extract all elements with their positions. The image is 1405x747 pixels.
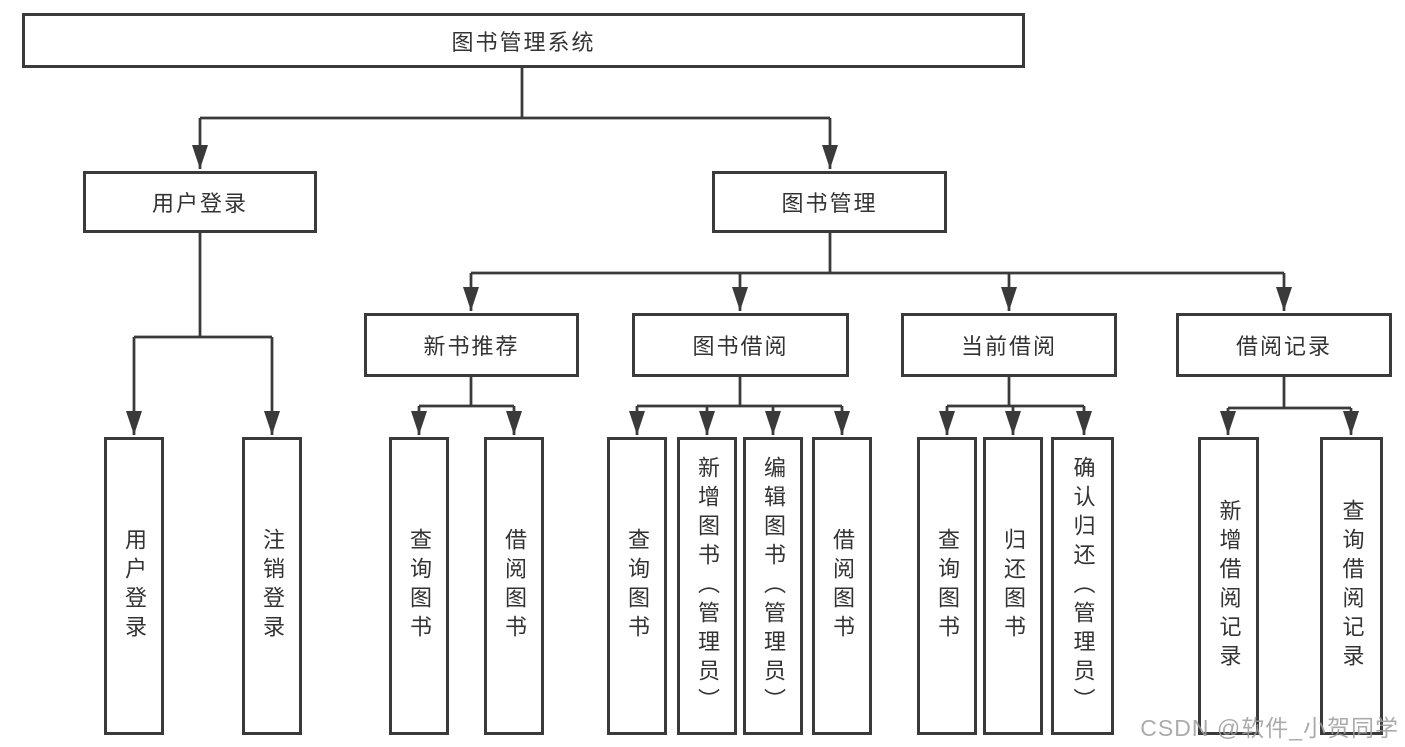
node-user-login: 用户登录 bbox=[83, 171, 317, 233]
node-new-book-recommend: 新书推荐 bbox=[364, 313, 579, 377]
node-borrow-records: 借阅记录 bbox=[1176, 313, 1392, 377]
leaf-recommend-borrow-books: 借阅图书 bbox=[484, 437, 544, 735]
leaf-records-query-record: 查询借阅记录 bbox=[1320, 437, 1383, 735]
leaf-records-add-record: 新增借阅记录 bbox=[1198, 437, 1259, 735]
leaf-current-query-books: 查询图书 bbox=[917, 437, 977, 735]
watermark: CSDN @软件_小贺同学 bbox=[1140, 715, 1399, 741]
leaf-borrow-borrow-books: 借阅图书 bbox=[812, 437, 872, 735]
trunk-borrow-records bbox=[1228, 377, 1351, 410]
leaf-recommend-query-books: 查询图书 bbox=[389, 437, 449, 735]
node-library-management-system: 图书管理系统 bbox=[22, 13, 1025, 68]
trunk-new-book-recommend bbox=[419, 377, 514, 408]
leaf-borrow-edit-books-admin: 编辑图书（管理员） bbox=[743, 437, 803, 735]
leaf-logout: 注销登录 bbox=[242, 437, 302, 735]
node-current-borrow: 当前借阅 bbox=[901, 313, 1117, 377]
leaf-current-confirm-return-admin: 确认归还（管理员） bbox=[1051, 437, 1114, 735]
node-book-management: 图书管理 bbox=[712, 171, 947, 233]
trunk-book-management bbox=[471, 233, 1284, 275]
trunk-book-borrow bbox=[637, 377, 842, 408]
trunk-user-login bbox=[134, 233, 272, 339]
trunk-root bbox=[200, 68, 830, 120]
leaf-borrow-add-books-admin: 新增图书（管理员） bbox=[677, 437, 737, 735]
leaf-current-return-books: 归还图书 bbox=[983, 437, 1043, 735]
leaf-user-login: 用户登录 bbox=[104, 437, 164, 735]
node-book-borrow: 图书借阅 bbox=[632, 313, 849, 377]
leaf-borrow-query-books: 查询图书 bbox=[607, 437, 667, 735]
trunk-current-borrow bbox=[947, 377, 1084, 408]
